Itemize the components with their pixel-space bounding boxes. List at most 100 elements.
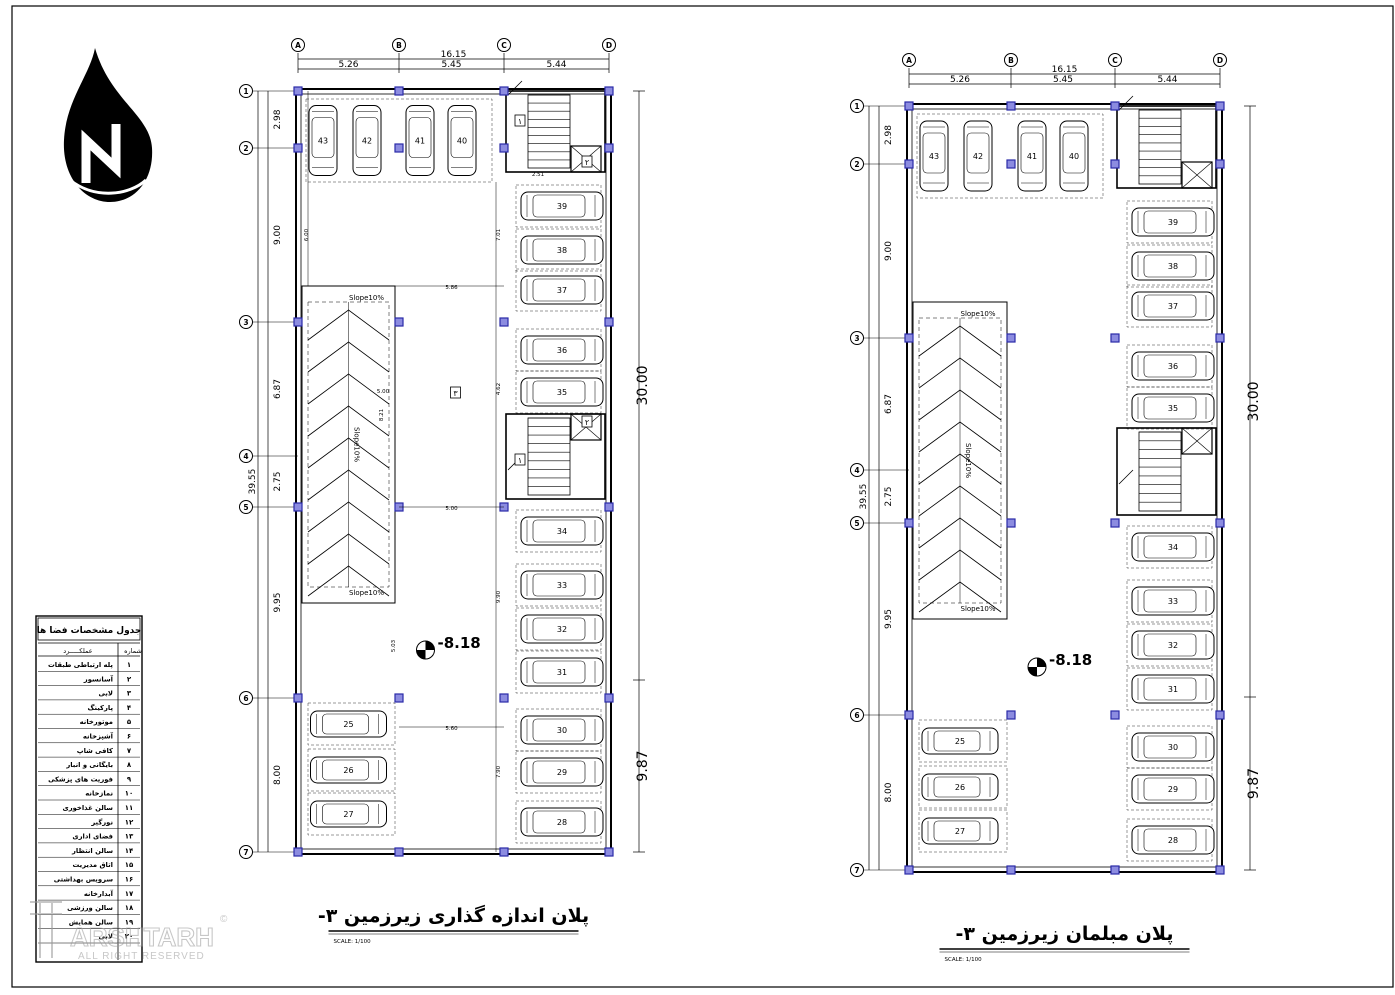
structural-column [1215,101,1225,111]
watermark-brand: ARSHTARH [70,922,214,952]
parking-car-icon: 36 [520,335,604,365]
car-roof [1143,294,1197,318]
parking-number: 31 [1168,685,1178,694]
grid-axis-bubble [239,691,253,705]
elevator-shaft [570,413,602,441]
structural-column [1215,159,1225,169]
structural-column [904,710,914,720]
dimension-segment: 6.87 [884,394,894,414]
car-body [520,516,604,546]
legend-row-label: نمازخانه [85,790,113,798]
parking-number: 38 [557,246,567,255]
legend-row-label: سالن غذاخوری [63,804,114,812]
parking-car-icon: 34 [1131,532,1215,562]
car-body [520,570,604,600]
car-roof [532,380,586,404]
floor-level-label: -8.18 [438,634,481,652]
grid-axis-bubble [850,331,864,345]
inner-dimension: 8.21 [379,409,385,421]
legend-row-label: پله ارتباطی طبقات [48,661,113,669]
structural-column [1006,865,1016,875]
car-body [520,715,604,745]
ramp [912,301,1008,620]
parking-car-icon: 39 [1131,207,1215,237]
legend-row-number: ۲۰ [125,933,134,941]
parking-car-icon: 37 [1131,291,1215,321]
dimension-segment: 2.75 [884,486,894,506]
parking-number: 36 [1168,362,1178,371]
car-body [1131,774,1215,804]
car-body [1131,732,1215,762]
structural-column [394,693,404,703]
parking-number: 26 [343,766,353,775]
parking-number: 41 [1027,152,1037,161]
dimension-segment: 5.26 [950,75,970,85]
grid-axis-label: 4 [243,452,248,461]
grid-axis-label: 2 [243,144,248,153]
parking-car-icon: 28 [520,807,604,837]
floor-level-label: -8.18 [1049,651,1092,669]
grid-axis-bubble [239,449,253,463]
parking-car-icon: 42 [352,105,382,176]
parking-number: 39 [557,202,567,211]
parking-number: 38 [1168,262,1178,271]
grid-axis-label: 6 [854,711,859,720]
parking-car-icon: 28 [1131,825,1215,855]
parking-number: 30 [557,726,567,735]
parking-number: 29 [557,768,567,777]
stair-core [505,90,606,173]
grid-axis-bubble [497,38,511,52]
grid-axis-label: 6 [243,694,248,703]
parking-car-icon: 35 [520,377,604,407]
car-roof [532,810,586,834]
structural-column [1110,333,1120,343]
grid-axis-label: 7 [243,848,248,857]
room-tag [514,114,526,127]
dimension-segment: 9.95 [273,592,283,612]
parking-bay [916,113,1104,199]
parking-number: 34 [557,527,567,536]
parking-number: 35 [1168,404,1178,413]
car-body [1131,630,1215,660]
car-roof [1143,777,1197,801]
inner-dimension: 5.86 [445,285,458,291]
car-roof [532,338,586,362]
parking-number: 36 [557,346,567,355]
ramp-slope-label: Slope10% [349,589,384,597]
car-body [310,710,387,738]
parking-number: 31 [557,668,567,677]
structural-column [293,847,303,857]
parking-number: 33 [557,581,567,590]
legend-row-number: ۱۴ [125,847,134,855]
grid-axis-bubble [850,863,864,877]
dimension-segment: 8.00 [884,782,894,802]
parking-number: 34 [1168,543,1178,552]
structural-column [293,693,303,703]
parking-car-icon: 32 [520,614,604,644]
dimension-segment: 5.26 [338,60,358,70]
legend-row-number: ۷ [127,747,132,755]
parking-car-icon: 33 [1131,586,1215,616]
car-body [921,773,999,801]
structural-column [1215,710,1225,720]
legend-row-label: فوریت های پزشکی [48,775,113,783]
parking-number: 40 [457,137,467,146]
parking-car-icon: 35 [1131,393,1215,423]
grid-axis-bubble [902,53,916,67]
structural-column [1110,865,1120,875]
north-arrow-icon [63,48,153,202]
ramp-slope-label: Slope10% [961,310,996,318]
grid-axis-bubble [850,708,864,722]
car-body [310,800,387,828]
grid-axis-label: 7 [854,866,859,875]
car-roof [450,117,474,158]
structural-column [1006,159,1016,169]
parking-number: 35 [557,388,567,397]
car-roof [1020,132,1044,174]
car-roof [1143,735,1197,759]
dimension-segment: 5.45 [1053,75,1073,85]
parking-car-icon: 30 [1131,732,1215,762]
inner-dimension: 7.01 [496,229,502,241]
